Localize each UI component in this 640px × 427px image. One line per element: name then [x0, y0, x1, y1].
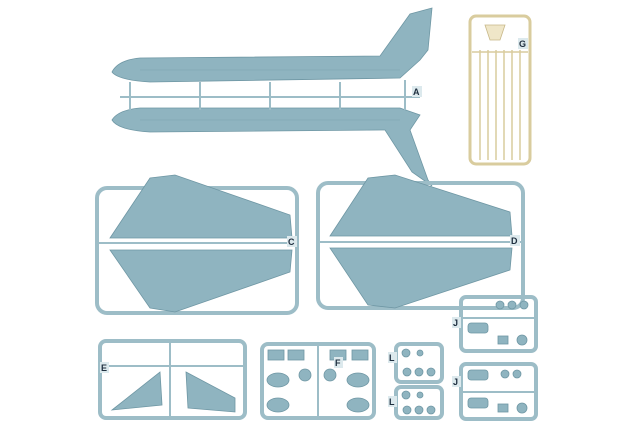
wing-upper-right — [329, 174, 513, 237]
sprue-label-j: J — [453, 318, 458, 328]
wing-lower-right — [329, 247, 513, 309]
wing-lower-left — [109, 249, 293, 313]
sprue-l-1: L — [388, 342, 444, 384]
sprue-label-f: F — [335, 358, 341, 368]
sprue-label-j: J — [453, 377, 458, 387]
sprue-label-c: C — [288, 237, 295, 247]
sprue-c: C — [95, 174, 299, 315]
sprue-e: E — [98, 339, 247, 420]
sprue-label-l: L — [389, 397, 395, 407]
fuselage-half-lower — [111, 107, 433, 187]
sprue-j-2: J — [452, 362, 538, 421]
sprue-label-a: A — [413, 87, 420, 97]
windscreen-part — [484, 24, 506, 41]
engine-nacelle — [266, 397, 290, 413]
sprue-j-1: J — [452, 295, 538, 353]
sprue-label-l: L — [389, 353, 395, 363]
engine-nacelle — [346, 397, 370, 413]
fuselage-half-upper — [111, 7, 433, 83]
stabilizer-left — [110, 371, 163, 411]
sprue-a: A — [111, 7, 433, 187]
sprue-f: F — [260, 342, 376, 420]
wing-upper-left — [109, 174, 293, 239]
sprue-label-d: D — [511, 236, 518, 246]
sprue-label-e: E — [101, 363, 107, 373]
engine-nacelle — [266, 372, 290, 388]
engine-nacelle — [346, 372, 370, 388]
sprue-d: D — [316, 174, 525, 310]
sprue-label-g: G — [519, 39, 526, 49]
sprue-g: G — [468, 14, 532, 166]
stabilizer-right — [185, 371, 236, 413]
sprue-l-2: L — [388, 385, 444, 420]
